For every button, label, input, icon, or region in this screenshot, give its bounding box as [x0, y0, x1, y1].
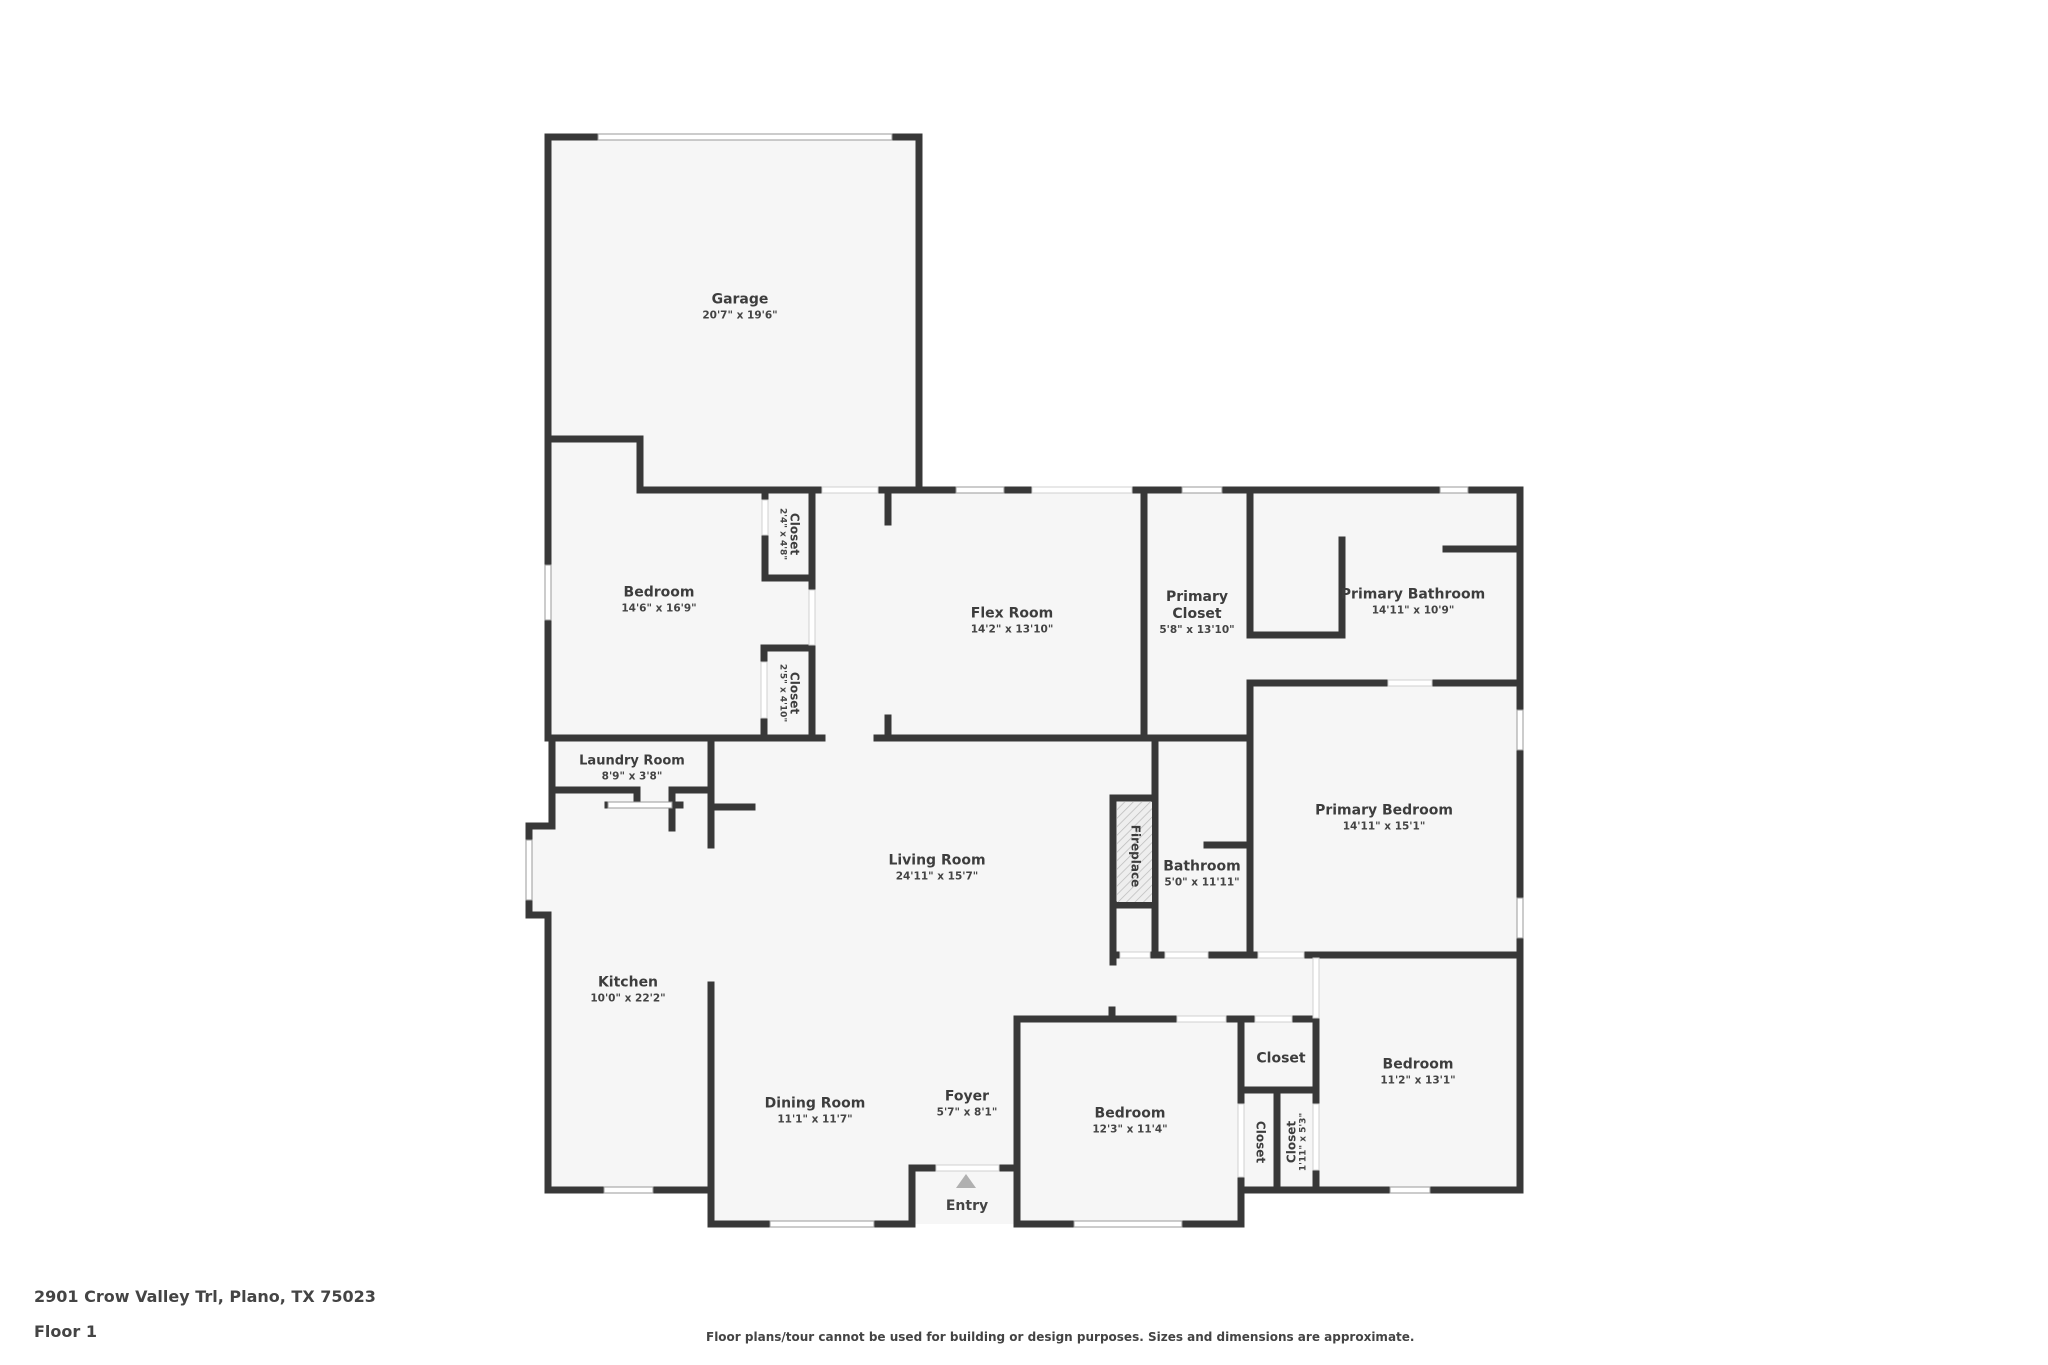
room-name: Bedroom — [1382, 1056, 1454, 1073]
room-garage: Garage 20'7" x 19'6" — [702, 292, 777, 323]
room-name: Bedroom — [623, 584, 695, 601]
room-name: Foyer — [944, 1088, 990, 1105]
room-dimensions: 20'7" x 19'6" — [702, 309, 778, 322]
room-name: Closet — [1256, 1050, 1306, 1067]
entry-label: Entry — [945, 1198, 989, 1214]
windows — [525, 133, 1524, 1228]
room-name: Primary — [1165, 589, 1229, 605]
room-living-room: Living Room 24'11" x 15'7" — [888, 853, 985, 884]
entry-arrow-icon — [956, 1174, 976, 1188]
room-dimensions: 8'9" x 3'8" — [601, 770, 663, 783]
room-primary-bedroom: Primary Bedroom 14'11" x 15'1" — [1315, 803, 1453, 834]
disclaimer: Floor plans/tour cannot be used for buil… — [706, 1330, 1415, 1344]
room-dimensions: 12'3" x 11'4" — [1092, 1123, 1168, 1136]
room-primary-closet: Primary Closet 5'8" x 13'10" — [1159, 589, 1234, 637]
room-bathroom: Bathroom 5'0" x 11'11" — [1163, 859, 1241, 890]
room-primary-bathroom: Primary Bathroom 14'11" x 10'9" — [1341, 587, 1485, 618]
room-closet-s-left: Closet — [1252, 1121, 1269, 1163]
room-dimensions: 24'11" x 15'7" — [895, 870, 979, 883]
room-name: Closet — [787, 671, 802, 715]
floor-label: Floor 1 — [34, 1322, 97, 1341]
room-closet-s-top: Closet — [1256, 1051, 1305, 1068]
room-laundry-room: Laundry Room 8'9" x 3'8" — [579, 753, 685, 784]
room-name: Fireplace — [1128, 824, 1143, 888]
walls — [525, 133, 1524, 1228]
room-name: Closet — [787, 512, 802, 556]
room-bedroom-s: Bedroom 12'3" x 11'4" — [1092, 1106, 1167, 1137]
room-name: Primary Bedroom — [1315, 802, 1453, 819]
room-dimensions: 1'11" x 5'3" — [1298, 1112, 1309, 1172]
room-dimensions: 5'8" x 13'10" — [1159, 624, 1235, 636]
room-name: Living Room — [888, 852, 986, 869]
room-name: Kitchen — [597, 974, 659, 991]
room-dimensions: 2'5" x 4'10" — [777, 663, 788, 723]
room-foyer: Foyer 5'7" x 8'1" — [937, 1089, 998, 1120]
room-bedroom-se: Bedroom 11'2" x 13'1" — [1380, 1057, 1455, 1088]
room-name: Garage — [711, 291, 769, 308]
room-dimensions: 5'7" x 8'1" — [936, 1106, 998, 1119]
room-dimensions: 14'11" x 15'1" — [1342, 820, 1426, 833]
room-kitchen: Kitchen 10'0" x 22'2" — [590, 975, 665, 1006]
room-closet-s-right: Closet 1'11" x 5'3" — [1285, 1113, 1310, 1171]
room-dimensions: 10'0" x 22'2" — [590, 992, 666, 1005]
room-dimensions: 14'11" x 10'9" — [1371, 604, 1455, 617]
room-name: Closet — [1172, 606, 1222, 622]
room-closet-nw-bottom: Closet 2'5" x 4'10" — [777, 664, 802, 722]
room-name: Bathroom — [1163, 858, 1241, 875]
room-name: Laundry Room — [579, 753, 685, 769]
room-dimensions: 14'6" x 16'9" — [621, 602, 697, 615]
room-dining-room: Dining Room 11'1" x 11'7" — [765, 1096, 866, 1127]
room-dimensions: 11'1" x 11'7" — [777, 1113, 853, 1126]
room-name: Bedroom — [1094, 1105, 1166, 1122]
room-dimensions: 5'0" x 11'11" — [1164, 876, 1240, 889]
room-name: Flex Room — [970, 605, 1054, 622]
room-bedroom-nw: Bedroom 14'6" x 16'9" — [621, 585, 696, 616]
room-dimensions: 2'4" x 4'8" — [777, 507, 788, 561]
room-name: Closet — [1284, 1120, 1299, 1164]
room-flex-room: Flex Room 14'2" x 13'10" — [971, 606, 1054, 637]
fireplace-hatch — [1117, 802, 1152, 902]
room-name: Dining Room — [764, 1095, 866, 1112]
room-dimensions: 14'2" x 13'10" — [970, 623, 1054, 636]
room-name: Primary Bathroom — [1340, 586, 1486, 603]
room-name: Closet — [1253, 1120, 1268, 1164]
door-openings — [760, 486, 1433, 1178]
room-fireplace: Fireplace — [1127, 825, 1144, 887]
room-closet-nw-top: Closet 2'4" x 4'8" — [777, 508, 802, 560]
property-address: 2901 Crow Valley Trl, Plano, TX 75023 — [34, 1287, 376, 1306]
room-dimensions: 11'2" x 13'1" — [1380, 1074, 1456, 1087]
